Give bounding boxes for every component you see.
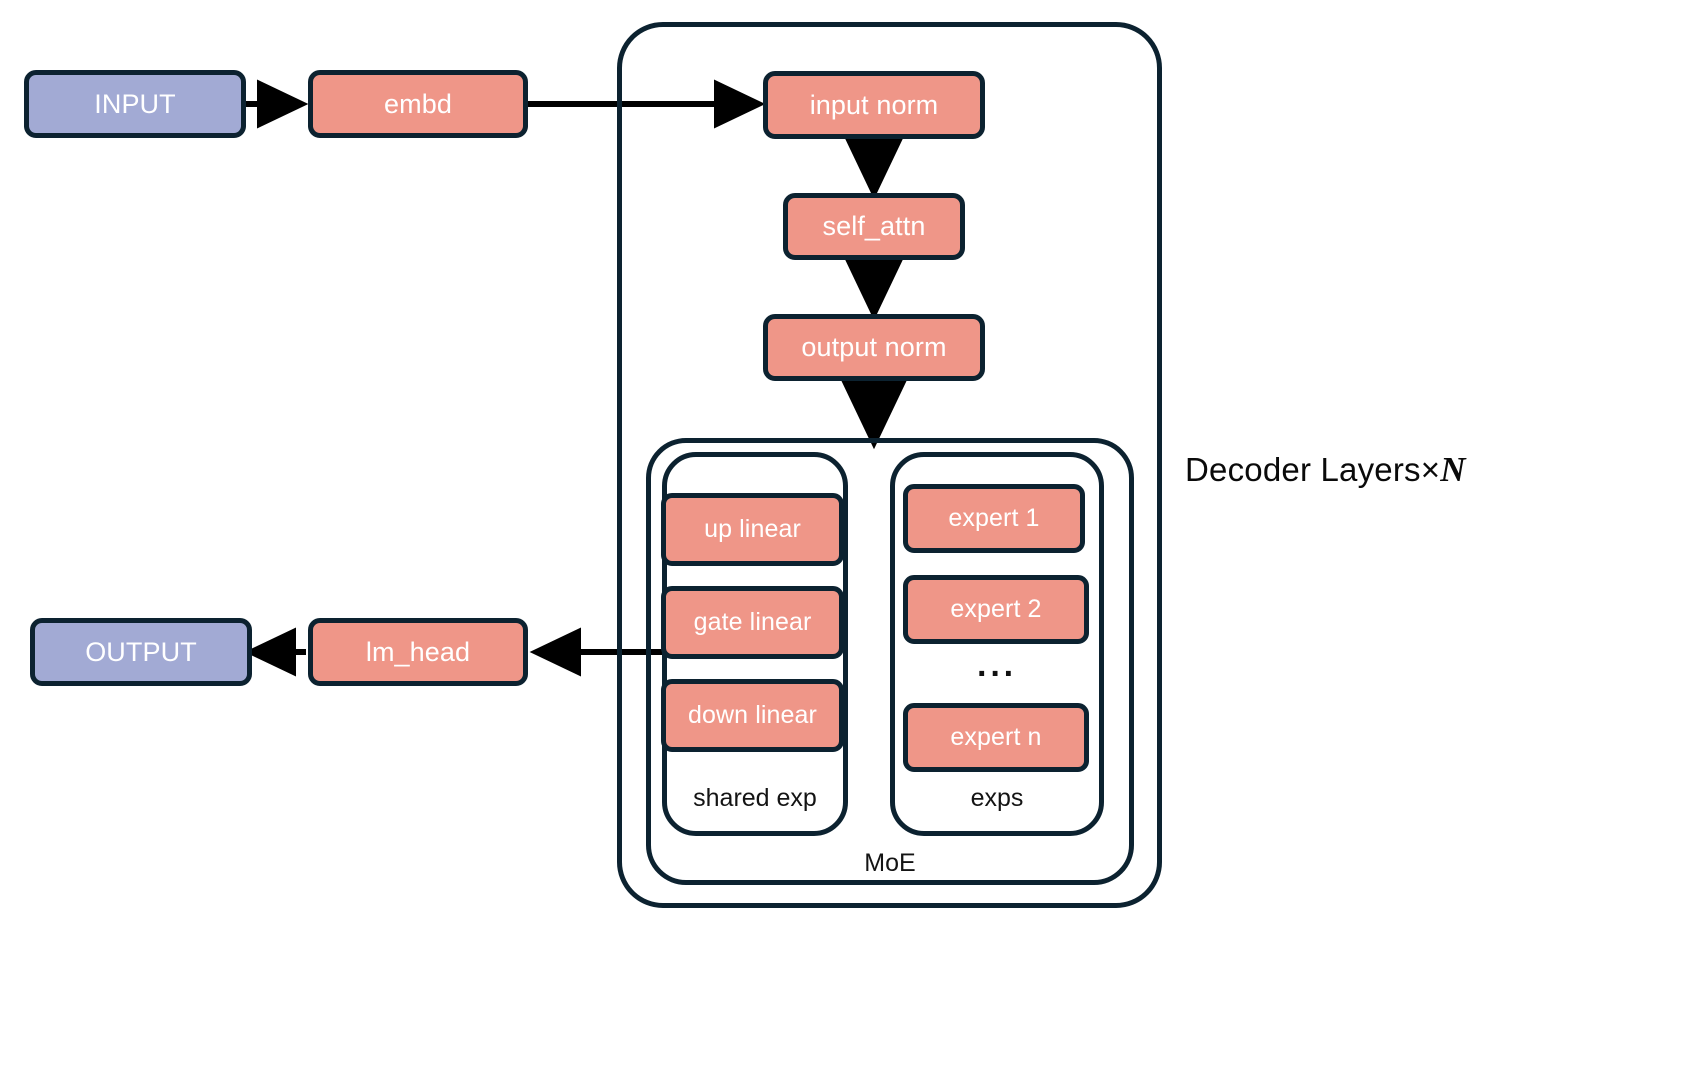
self-attn-node[interactable]: self_attn [783,193,965,260]
shared-expert-label: shared exp [693,784,817,812]
experts-label: exps [970,784,1024,812]
decoder-layers-caption: Decoder Layers×N [1185,452,1466,487]
experts-container [890,452,1104,836]
embd-node[interactable]: embd [308,70,528,138]
output-norm-node[interactable]: output norm [763,314,985,381]
expert-2-node[interactable]: expert 2 [903,575,1089,644]
expert-n-node[interactable]: expert n [903,703,1089,772]
expert-1-node[interactable]: expert 1 [903,484,1085,553]
moe-container [646,438,1134,885]
gate-linear-node[interactable]: gate linear [661,586,844,659]
moe-label: MoE [864,849,916,877]
decoder-layers-container [617,22,1162,908]
decoder-layers-count-variable: N [1440,450,1466,489]
lm-head-node[interactable]: lm_head [308,618,528,686]
decoder-layers-caption-prefix: Decoder Layers× [1185,451,1441,488]
input-norm-node[interactable]: input norm [763,71,985,139]
down-linear-node[interactable]: down linear [661,679,844,752]
input-node[interactable]: INPUT [24,70,246,138]
output-node[interactable]: OUTPUT [30,618,252,686]
experts-ellipsis: ··· [977,655,1017,693]
up-linear-node[interactable]: up linear [661,493,844,566]
